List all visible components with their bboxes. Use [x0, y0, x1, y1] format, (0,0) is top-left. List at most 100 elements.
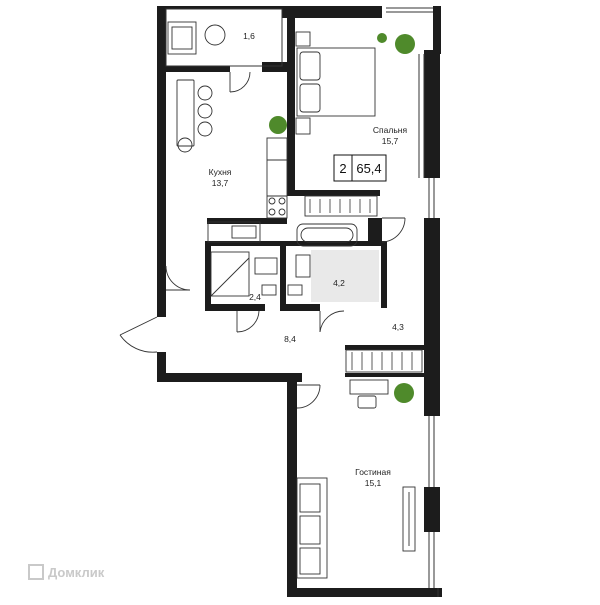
sofa — [296, 477, 328, 579]
desk-chair — [357, 395, 377, 409]
pillow-2 — [299, 83, 321, 113]
kitchen-counter — [266, 137, 288, 219]
balcony-outline — [165, 8, 283, 67]
wall-right-top — [433, 6, 441, 54]
tv-cabinet — [402, 486, 416, 552]
chair-4 — [177, 137, 193, 153]
balcony-table — [204, 24, 226, 46]
chair-2 — [197, 103, 213, 119]
bed — [296, 47, 376, 117]
sofa-cushion-1 — [299, 483, 321, 513]
dining-table — [176, 79, 195, 147]
living-name: Гостиная — [355, 467, 391, 477]
wall-toilet-bottom — [205, 304, 265, 311]
watermark-logo-icon — [28, 564, 44, 580]
hob-2 — [278, 197, 286, 205]
corridor-wardrobe — [345, 349, 423, 373]
sofa-cushion-2 — [299, 515, 321, 545]
watermark-text: Домклик — [48, 565, 105, 580]
bathroom-area: 4,2 — [333, 278, 345, 288]
bath-washbasin — [295, 254, 311, 278]
bedroom-area: 15,7 — [382, 136, 399, 146]
furniture — [167, 21, 423, 579]
wall-bath-bottom — [280, 304, 320, 311]
bath-door-swing — [319, 310, 345, 333]
bathtub-inner — [300, 227, 354, 243]
living-door-swing — [296, 384, 321, 409]
wall-balcony-bottom-left — [166, 66, 230, 72]
plant-icon-living — [394, 383, 414, 403]
corridor-hangers — [351, 352, 413, 370]
nightstand-2 — [295, 31, 311, 47]
toilet-sink — [254, 257, 278, 275]
chair-3 — [197, 121, 213, 137]
toilet-area: 2,4 — [249, 292, 261, 302]
wall-top-balcony — [157, 6, 282, 9]
bathtub — [296, 223, 358, 247]
wall-bath-divider — [280, 246, 286, 311]
balcony-armchair-seat — [171, 26, 193, 50]
wall-bedroom-closet — [368, 218, 382, 246]
doors — [119, 71, 406, 409]
total-area: 65,4 — [356, 161, 381, 176]
plant-icon-bedroom — [395, 34, 415, 54]
sofa-cushion-3 — [299, 547, 321, 575]
shower-diagonal — [210, 257, 250, 297]
kitchen-name: Кухня — [209, 167, 232, 177]
bedroom-door-swing — [381, 217, 406, 243]
bath-tile — [311, 250, 379, 302]
entrance-door-leaf — [119, 316, 158, 336]
living-area: 15,1 — [365, 478, 382, 488]
plants — [269, 33, 415, 403]
wall-bedroom-bottom — [290, 190, 380, 196]
chair-1 — [197, 85, 213, 101]
badge-box — [333, 154, 387, 182]
balcony-armchair — [167, 21, 197, 55]
bedroom-name: Спальня — [373, 125, 408, 135]
wall-kitchen-bottom — [207, 218, 287, 224]
wall-left-upper — [157, 6, 166, 317]
kitchen-sink-counter — [207, 221, 261, 243]
wall-toilet-left — [205, 241, 211, 311]
wall-right-3 — [424, 487, 440, 532]
wall-living-left — [287, 373, 297, 597]
plant-icon-bedroom-small — [377, 33, 387, 43]
wall-top-bedroom — [282, 6, 382, 18]
wall-bath-top — [205, 241, 387, 246]
watermark: Домклик — [28, 564, 105, 580]
wall-bath-right — [381, 246, 387, 308]
wall-balcony-bottom-right — [262, 62, 287, 72]
hob-3 — [268, 208, 276, 216]
hob-1 — [268, 197, 276, 205]
kitchen-area: 13,7 — [212, 178, 229, 188]
corridor-area: 4,3 — [392, 322, 404, 332]
wall-right-1 — [424, 50, 440, 178]
windows — [165, 7, 439, 597]
bedroom-wardrobe — [304, 195, 378, 217]
desk — [349, 379, 389, 395]
wardrobe-hangers — [309, 199, 413, 370]
kitchen-door-swing — [165, 265, 191, 291]
wall-corridor-bottom — [345, 345, 425, 350]
walls — [157, 6, 442, 597]
kitchen-sink — [231, 225, 257, 239]
wall-bedroom-left — [287, 6, 295, 196]
hob-4 — [278, 208, 286, 216]
entrance-door-swing — [119, 334, 158, 353]
toilet-bowl-2 — [287, 284, 303, 296]
plant-icon-kitchen — [269, 116, 287, 134]
shower — [210, 251, 250, 297]
apartment-badge: 2 65,4 — [333, 154, 387, 182]
hallway-area: 8,4 — [284, 334, 296, 344]
balcony-area: 1,6 — [243, 31, 255, 41]
room-count: 2 — [339, 161, 346, 176]
nightstand-1 — [295, 117, 311, 135]
toilet-door-swing — [236, 310, 260, 333]
wall-left-lower — [157, 352, 166, 382]
balcony-door-swing — [229, 71, 251, 93]
wall-hall-bottom — [157, 373, 302, 382]
pillow-1 — [299, 51, 321, 81]
toilet-bowl-1 — [261, 284, 277, 296]
